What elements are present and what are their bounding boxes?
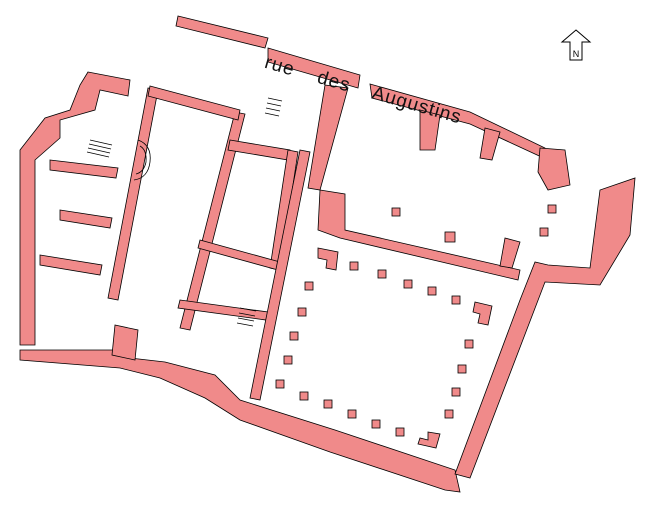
courtyard-pillars (275, 204, 557, 449)
sw-room-block (111, 324, 139, 361)
pillar (427, 286, 437, 296)
pillar (283, 355, 293, 365)
pillar (391, 207, 401, 217)
pillar (539, 227, 549, 237)
pillar (297, 307, 307, 317)
court-corner-nw (317, 247, 339, 271)
pillar (289, 331, 299, 341)
north-wall-2 (267, 47, 361, 89)
court-corner-se (417, 431, 441, 449)
hall-north-wall (147, 85, 241, 121)
west-wall (19, 71, 131, 346)
spiral-stair-inner (135, 145, 147, 175)
east-wing-north (307, 84, 349, 191)
east-wing-wall (317, 189, 521, 281)
staircase-north (264, 97, 283, 117)
south-wall (19, 349, 461, 493)
hall-east-wall (179, 111, 246, 331)
pillar (403, 279, 413, 289)
pillar (547, 204, 557, 214)
pillar (464, 339, 474, 349)
staircases (86, 97, 283, 327)
north-label: N (573, 49, 580, 59)
pillar (347, 409, 357, 419)
pillar (457, 364, 467, 374)
wall-fills (19, 15, 636, 493)
staircase-center (236, 307, 257, 327)
east-room-wall-1 (419, 109, 441, 151)
north-arrow-icon: N (560, 29, 592, 61)
pillar (451, 295, 461, 305)
spiral-stair (133, 139, 151, 181)
pillar (451, 387, 461, 397)
hall-west-wall (107, 87, 159, 301)
court-corner-ne (472, 301, 493, 326)
middle-wall-c (197, 239, 281, 271)
pillar (323, 399, 333, 409)
east-room-wall-3 (499, 237, 521, 269)
partition-3 (49, 159, 119, 179)
middle-wall-a (227, 139, 291, 161)
court-west-wall (249, 149, 311, 401)
pillar (371, 419, 381, 429)
northeast-tower (537, 147, 571, 191)
pillar (444, 409, 454, 419)
east-wall (454, 177, 636, 479)
staircase-west (86, 139, 113, 158)
pillar (444, 231, 456, 243)
east-room-wall-2 (479, 127, 501, 161)
pillar (299, 391, 309, 401)
pillar (395, 427, 405, 437)
partition-2 (39, 254, 103, 276)
partition-1 (59, 209, 113, 229)
pillar (377, 269, 387, 279)
pillar (304, 281, 314, 291)
north-wall-1 (175, 15, 269, 49)
pillar (275, 379, 285, 389)
pillar (349, 261, 359, 271)
